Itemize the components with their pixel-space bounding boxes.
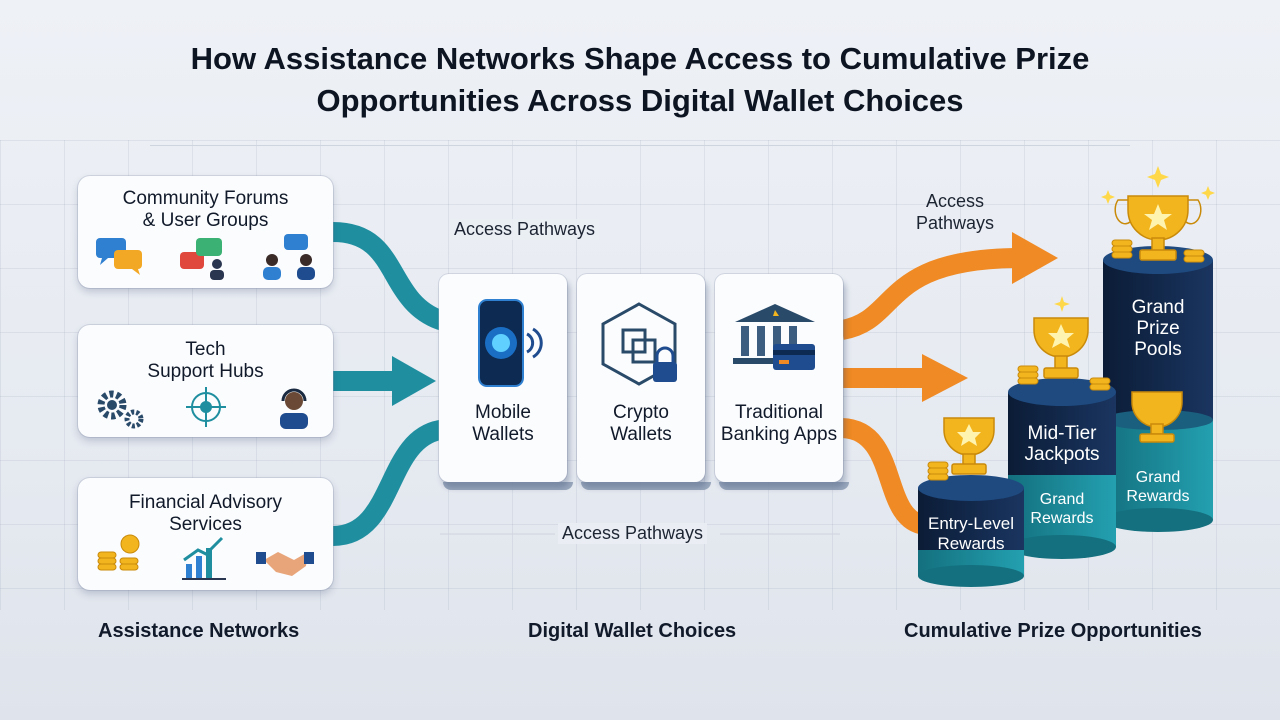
grand-rewards-label-mid: Grand Rewards xyxy=(1030,491,1094,527)
section-label-assistance-networks: Assistance Networks xyxy=(98,620,300,642)
circuit-brain-icon xyxy=(186,387,226,427)
access-pathways-label-right: Access Pathways xyxy=(916,191,995,233)
entry-level-podium xyxy=(918,475,1024,587)
teal-connector-top xyxy=(323,222,450,330)
teal-connector-bottom xyxy=(323,420,450,546)
title-line-1: How Assistance Networks Shape Access to … xyxy=(190,41,1090,76)
teal-arrowhead-middle xyxy=(392,356,436,406)
wallet-label: Crypto Wallets xyxy=(610,402,672,445)
chat-bubbles-icon xyxy=(96,238,142,275)
orange-arrowhead-middle xyxy=(922,354,968,402)
trophy-icon xyxy=(1114,195,1202,261)
gears-icon xyxy=(97,390,144,429)
chat-person-icon xyxy=(180,238,224,280)
growth-chart-icon xyxy=(182,536,226,580)
entry-level-rewards-label: Entry-Level Rewards xyxy=(928,514,1014,553)
bank-card-icon xyxy=(733,304,815,370)
network-card-tech-support: Tech Support Hubs xyxy=(78,325,333,437)
users-chat-icon xyxy=(263,234,315,280)
mid-tier-jackpots-label: Mid-Tier Jackpots xyxy=(1024,423,1100,465)
page-title: How Assistance Networks Shape Access to … xyxy=(0,38,1280,122)
network-card-financial-advisory: Financial Advisory Services xyxy=(78,478,333,590)
section-label-digital-wallet-choices: Digital Wallet Choices xyxy=(528,620,737,642)
trophy-icon xyxy=(1131,391,1183,443)
section-label-cumulative-prize-opportunities: Cumulative Prize Opportunities xyxy=(904,620,1202,642)
trophy-icon xyxy=(943,417,995,475)
coin-stacks-icon xyxy=(97,534,140,571)
sparkle-icon xyxy=(1054,166,1215,312)
network-card-title: Financial Advisory Services xyxy=(128,492,283,535)
mid-tier-podium xyxy=(1008,378,1116,559)
grand-prize-pools-label: Grand Prize Pools xyxy=(1131,297,1185,360)
headset-agent-icon xyxy=(280,388,308,429)
blockchain-lock-icon xyxy=(601,302,677,386)
orange-arrowhead-top xyxy=(1012,232,1058,284)
wallet-label: Mobile Wallets xyxy=(472,402,534,445)
access-pathways-label-bottom: Access Pathways xyxy=(558,523,708,544)
network-card-community: Community Forums & User Groups xyxy=(78,176,333,288)
smartphone-nfc-icon xyxy=(478,299,543,387)
orange-connector-bottom xyxy=(840,418,928,535)
wallet-label: Traditional Banking Apps xyxy=(720,402,838,445)
title-divider xyxy=(150,145,1130,146)
network-card-title: Community Forums & User Groups xyxy=(122,188,289,231)
access-pathways-label-top: Access Pathways xyxy=(450,219,600,240)
title-line-2: Opportunities Across Digital Wallet Choi… xyxy=(316,83,964,118)
coin-stacks-icon xyxy=(927,239,1205,481)
handshake-icon xyxy=(256,552,314,576)
grand-rewards-label-right: Grand Rewards xyxy=(1126,469,1190,505)
orange-connector-top xyxy=(839,248,1016,340)
network-card-title: Tech Support Hubs xyxy=(147,339,264,382)
trophy-icon xyxy=(1033,317,1089,379)
wallet-card-mobile: Mobile Wallets xyxy=(439,274,573,490)
wallet-card-crypto: Crypto Wallets xyxy=(577,274,711,490)
